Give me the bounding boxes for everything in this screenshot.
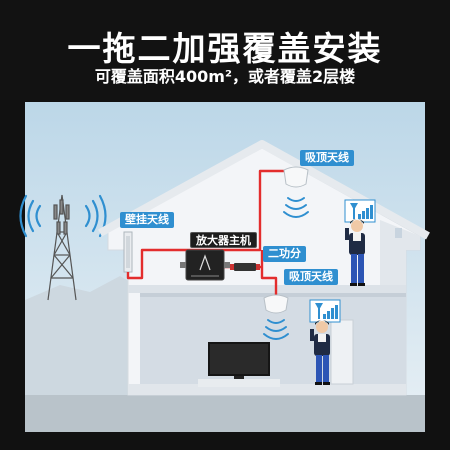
ceiling-antenna-icon — [283, 166, 309, 218]
signal-bars-icon — [344, 199, 376, 223]
mountains — [25, 276, 140, 432]
ground — [25, 395, 425, 432]
ceiling-antenna-bottom-label: 吸顶天线 — [284, 269, 338, 285]
amplifier-label: 放大器主机 — [190, 232, 257, 248]
amplifier-device-icon — [180, 249, 230, 281]
header: 一拖二加强覆盖安装 可覆盖面积400m²，或者覆盖2层楼 — [0, 0, 450, 100]
splitter-device-icon — [230, 263, 260, 271]
scene-illustration — [19, 102, 430, 432]
ceiling-antenna-icon — [263, 294, 289, 340]
signal-waves-icon — [19, 194, 107, 238]
person-icon — [345, 219, 365, 286]
signal-bars-icon — [309, 299, 341, 323]
ceiling-antenna-top-label: 吸顶天线 — [300, 150, 354, 166]
signal-tower-icon — [47, 194, 77, 301]
installation-scene: 吸顶天线 壁挂天线 放大器主机 二功分 吸顶天线 — [0, 100, 450, 450]
wall-antenna-icon — [123, 231, 133, 273]
page-title: 一拖二加强覆盖安装 — [67, 29, 383, 68]
tv-icon — [198, 342, 280, 387]
page-subtitle: 可覆盖面积400m²，或者覆盖2层楼 — [94, 67, 356, 86]
splitter-label: 二功分 — [263, 246, 306, 262]
wall-antenna-label: 壁挂天线 — [120, 212, 174, 228]
person-icon — [310, 320, 330, 385]
